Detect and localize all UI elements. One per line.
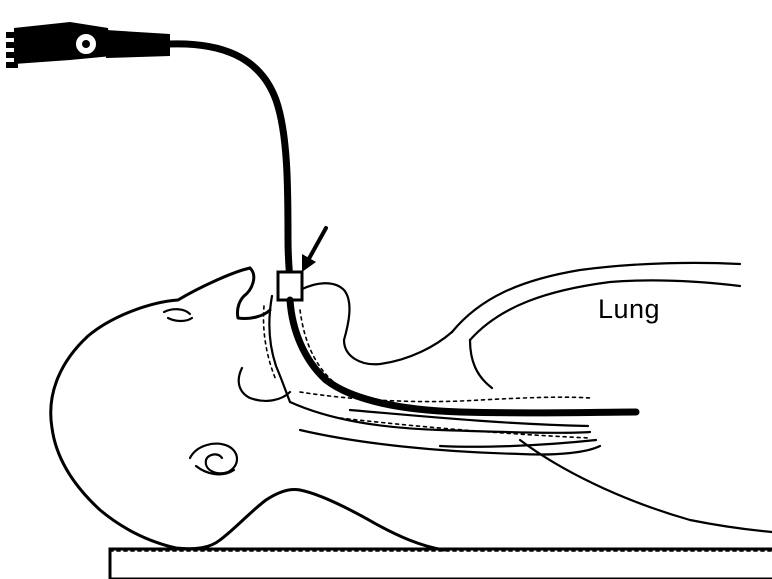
examination-table: [110, 549, 772, 579]
arrow-icon: [302, 228, 326, 272]
lung-label: Lung: [598, 296, 660, 323]
bronchoscope: [6, 22, 636, 413]
patient-head: [51, 268, 444, 550]
trachea: [290, 392, 600, 455]
